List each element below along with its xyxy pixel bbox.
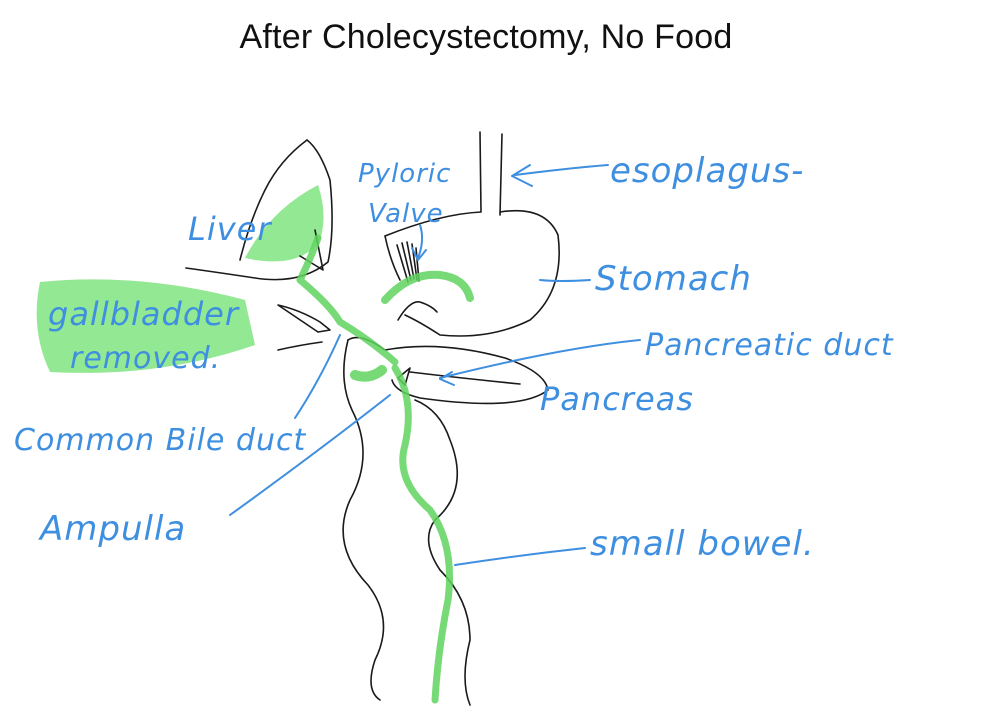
- label-liver: Liver: [188, 210, 272, 248]
- esophagus-outline: [384, 131, 482, 237]
- pyloric-valve: [396, 241, 420, 283]
- label-ampulla: Ampulla: [38, 509, 186, 549]
- common-bile-duct-pointer: [294, 334, 341, 419]
- flow-path: [296, 234, 474, 704]
- label-pancreas: Pancreas: [540, 380, 694, 418]
- gallbladder-highlight: [36, 279, 256, 373]
- label-esophagus: esoplagus-: [610, 151, 804, 191]
- pancreas-outline: [384, 345, 549, 405]
- label-pyloric-line1: Pyloric: [358, 159, 451, 189]
- small-bowel-outline: [342, 339, 385, 701]
- liver-outline: [185, 139, 333, 281]
- label-small-bowel: small bowel.: [590, 524, 815, 564]
- small-bowel-pointer: [454, 547, 586, 566]
- anatomy-outline: [185, 131, 560, 706]
- stomach-pointer: [539, 279, 591, 282]
- label-gallbladder-line2: removed.: [70, 341, 221, 376]
- label-stomach: Stomach: [595, 259, 752, 299]
- label-pancreatic-duct: Pancreatic duct: [645, 328, 894, 363]
- label-pyloric-line2: Valve: [368, 199, 444, 229]
- esophagus-pointer: [511, 164, 609, 187]
- labels: esoplagus- Pyloric Valve Liver Stomach g…: [14, 151, 894, 564]
- pyloric-pointer: [411, 224, 427, 261]
- page-title: After Cholecystectomy, No Food: [239, 18, 733, 56]
- label-gallbladder-line1: gallbladder: [48, 295, 240, 333]
- label-common-bile-duct: Common Bile duct: [14, 423, 306, 458]
- ampulla-pointer: [229, 394, 391, 516]
- pancreatic-duct-pointer: [439, 339, 641, 386]
- pointer-lines: [229, 164, 641, 566]
- liver-shading: [245, 185, 324, 262]
- stomach-outline: [404, 209, 560, 337]
